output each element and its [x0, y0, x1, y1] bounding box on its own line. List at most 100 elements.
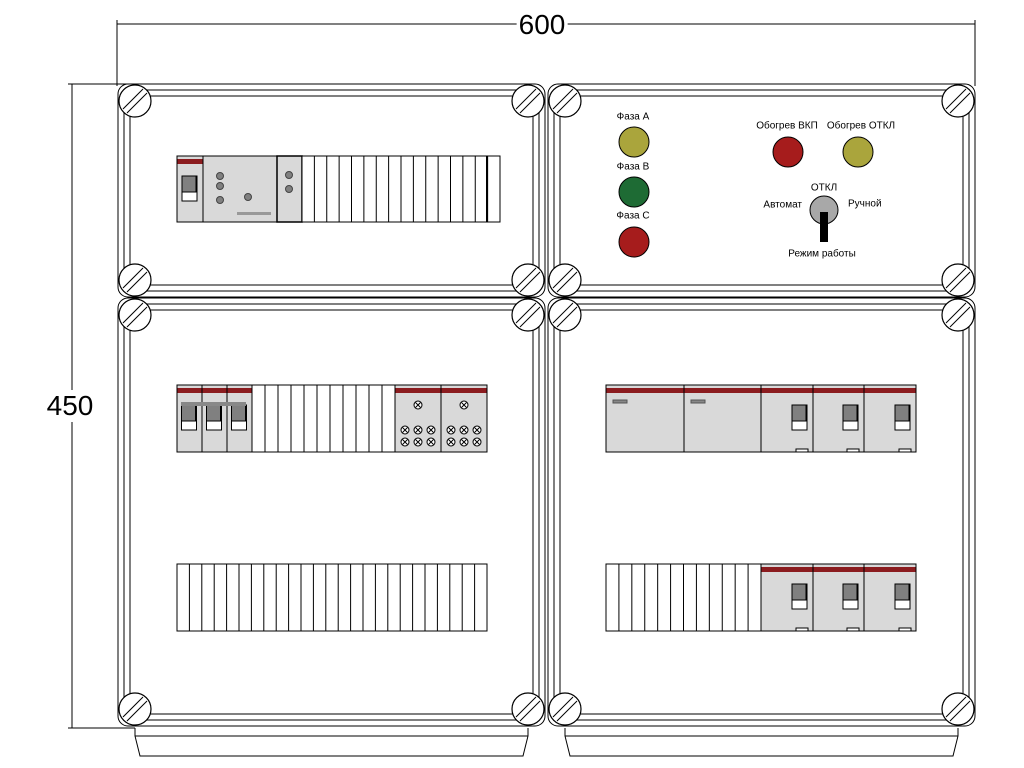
panel-frame-line — [553, 303, 970, 721]
breaker-br1-2 — [863, 384, 917, 453]
phase-lamp-icon — [618, 176, 650, 208]
panel-frame-line — [547, 297, 976, 727]
breaker-br1-1 — [812, 384, 865, 453]
screw-slot — [949, 700, 971, 722]
terminal-cross — [402, 439, 408, 445]
bolt-icon — [285, 185, 293, 193]
panel-frame-line — [559, 309, 964, 715]
heating-on-label: Обогрев ВКП — [756, 120, 818, 132]
breaker-foot — [795, 627, 809, 632]
bolt-icon — [285, 171, 293, 179]
breaker-red-stripe — [864, 567, 916, 572]
screw-icon — [118, 298, 152, 332]
screw-icon — [511, 298, 545, 332]
breaker-toggle-icon — [894, 583, 910, 601]
breaker-tie-bar — [181, 402, 246, 406]
screw-slot — [122, 302, 144, 324]
breaker-toggle-icon — [181, 404, 196, 422]
breaker-toggle-icon — [206, 404, 221, 422]
screw-slot — [515, 696, 537, 718]
contactor-indicator — [612, 399, 628, 404]
enclosure-base-0 — [134, 728, 529, 757]
screw-slot — [945, 267, 967, 289]
screw-slot — [519, 92, 541, 114]
panel-frame-line — [559, 95, 964, 286]
blank-covers-br-2 — [605, 563, 762, 632]
screw-icon — [118, 263, 152, 297]
terminal-cross — [474, 427, 480, 433]
breaker-red-stripe — [202, 388, 227, 393]
input-breaker — [176, 155, 204, 223]
switch-auto-label: Автомат — [763, 199, 802, 211]
breaker-br2-1 — [812, 563, 865, 632]
breaker-toggle-icon — [231, 404, 246, 422]
terminal-cross — [428, 439, 434, 445]
screw-icon — [511, 692, 545, 726]
voltage-relay-module — [202, 155, 303, 223]
screw-slot — [515, 267, 537, 289]
blank-strip — [176, 563, 488, 632]
terminal-block-0 — [394, 384, 442, 453]
screw-slot — [949, 92, 971, 114]
panel-bottom-right — [547, 297, 976, 727]
screw-slot — [126, 92, 148, 114]
screw-icon — [548, 692, 582, 726]
breaker-red-stripe — [761, 567, 813, 572]
panel-frame-line — [123, 303, 540, 721]
breaker-3p-3 — [226, 384, 253, 453]
width-dimension-label: 600 — [516, 9, 568, 41]
screw-icon — [941, 298, 975, 332]
panel-bottom-left — [117, 297, 546, 727]
breaker-br2-0 — [760, 563, 814, 632]
contactor-red-stripe — [684, 388, 761, 393]
screw-slot — [552, 88, 574, 110]
screw-slot — [122, 267, 144, 289]
breaker-toggle-icon — [842, 404, 858, 422]
switch-manual-label: Ручной — [848, 198, 882, 210]
breaker-br1-0 — [760, 384, 814, 453]
screw-slot — [515, 302, 537, 324]
screw-slot — [126, 700, 148, 722]
panel-frame-line — [117, 297, 546, 727]
contactor-1 — [683, 384, 762, 453]
blank-covers-bl-2 — [176, 563, 488, 632]
screw-icon — [548, 263, 582, 297]
screw-slot — [552, 302, 574, 324]
breaker-toggle-icon — [791, 583, 807, 601]
screw-slot — [945, 696, 967, 718]
terminal-cross — [415, 427, 421, 433]
breaker-toggle-icon — [791, 404, 807, 422]
screw-icon — [118, 692, 152, 726]
phase-lamp-icon — [618, 126, 650, 158]
terminal-cross — [402, 427, 408, 433]
panel-frame-line — [129, 95, 534, 286]
contactor-0 — [605, 384, 685, 453]
breaker-red-stripe — [813, 567, 864, 572]
screw-slot — [519, 271, 541, 293]
screw-icon — [511, 263, 545, 297]
blank-strip — [251, 384, 396, 453]
terminal-cross — [461, 427, 467, 433]
breaker-toggle-icon — [181, 175, 197, 193]
breaker-toggle-icon — [842, 583, 858, 601]
breaker-red-stripe — [177, 159, 203, 164]
breaker-red-stripe — [177, 388, 202, 393]
screw-icon — [511, 84, 545, 118]
screw-slot — [556, 306, 578, 328]
screw-slot — [949, 271, 971, 293]
breaker-foot — [898, 448, 912, 453]
screw-icon — [118, 84, 152, 118]
panel-frame-line — [553, 89, 970, 292]
heating-lamp-icon — [772, 136, 804, 168]
switch-off-label: ОТКЛ — [810, 182, 838, 194]
panel-frame-line — [123, 89, 540, 292]
screw-icon — [548, 84, 582, 118]
heating-off-label: Обогрев ОТКЛ — [826, 120, 896, 132]
terminal-cross — [461, 439, 467, 445]
breaker-foot — [795, 448, 809, 453]
contactor-red-stripe — [606, 388, 684, 393]
panel-top-right — [547, 83, 976, 298]
terminal-block-1 — [440, 384, 488, 453]
